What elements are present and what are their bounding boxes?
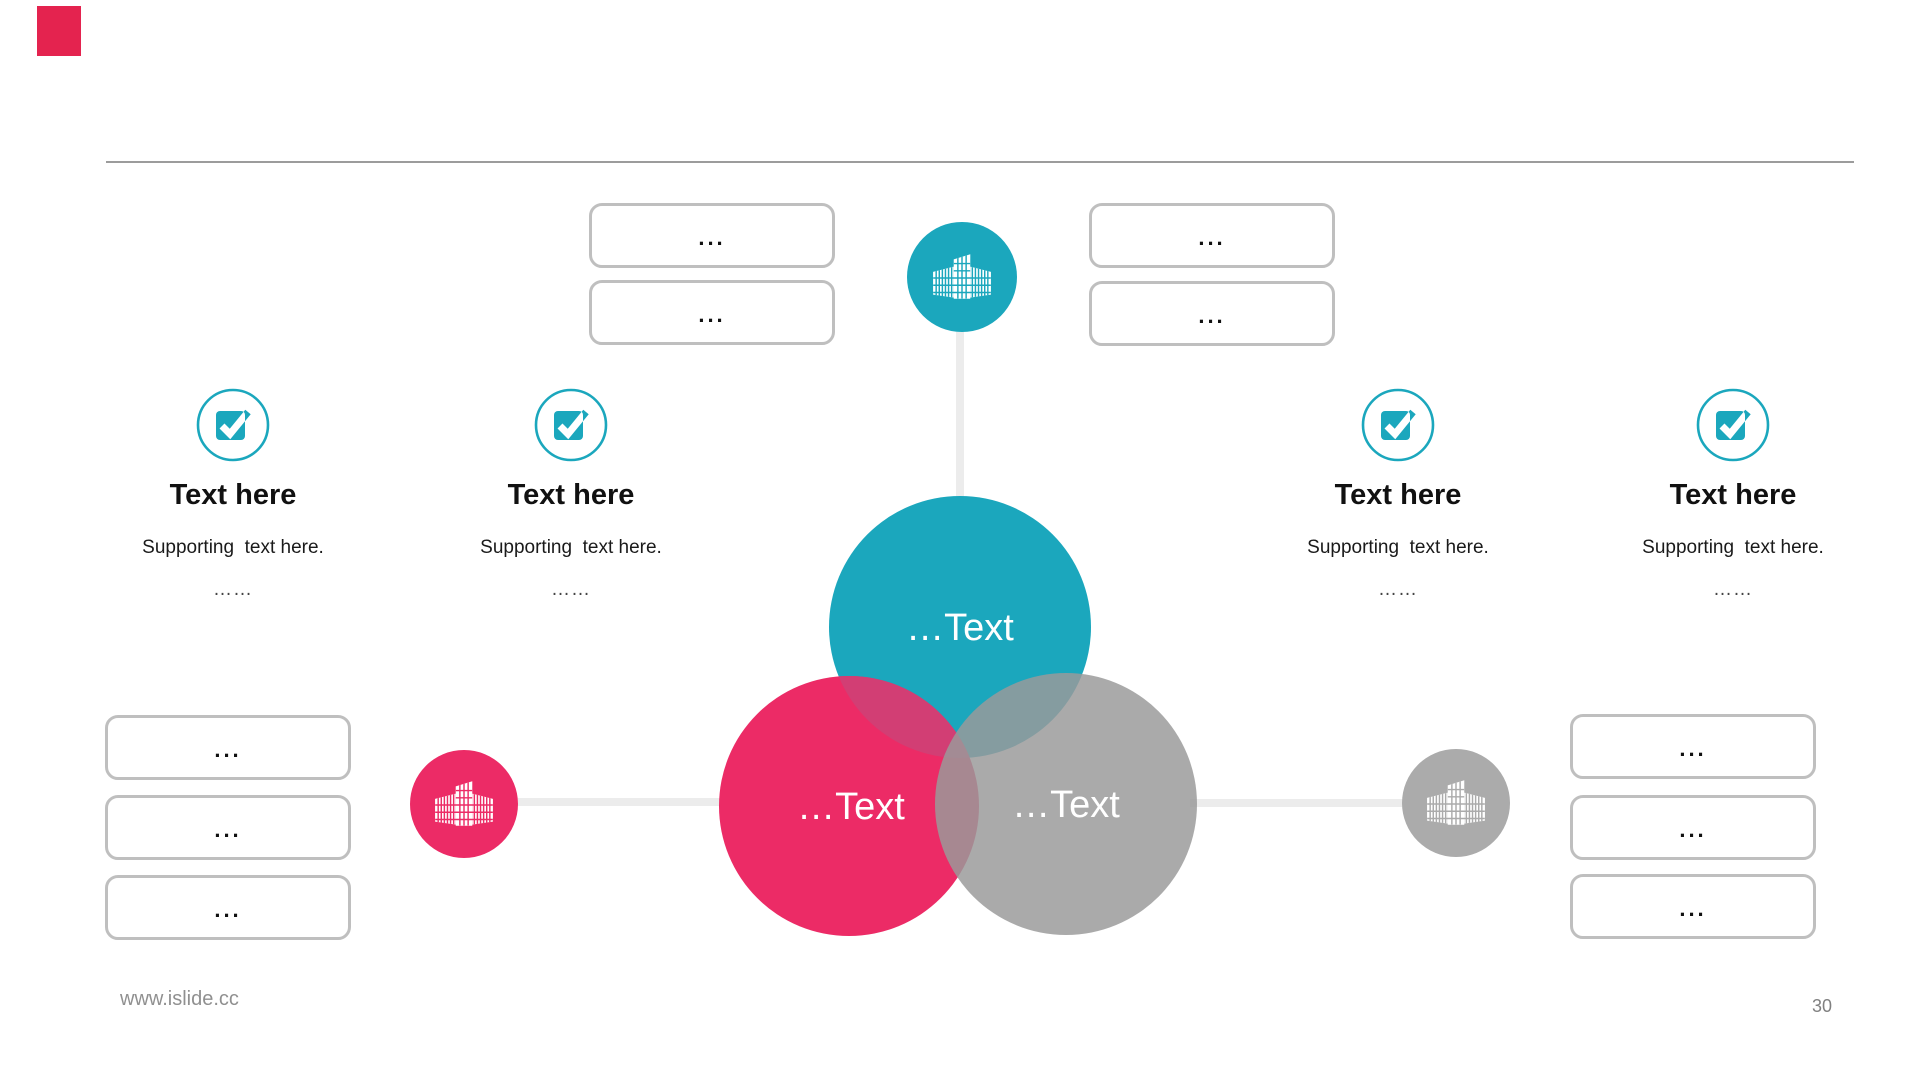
callout-box: ... [589,280,835,345]
top-divider [106,161,1854,163]
callout-dots: ... [214,896,242,922]
connector-top [956,332,964,507]
venn-diagram: …Text …Text …Text [719,496,1197,936]
building-icon [1427,780,1485,825]
callout-box: ... [1570,714,1816,779]
callout-box: ... [1570,795,1816,860]
feature-group-1: Text here Supporting text here. …… [83,387,383,601]
callout-box: ... [589,203,835,268]
feature-subtitle: Supporting text here. [1642,537,1824,558]
brand-logo-block [37,6,81,56]
venn-label-gray: …Text [1012,784,1120,826]
feature-ellipsis: …… [551,579,591,600]
callout-box: ... [105,715,351,780]
checkbox-icon [196,388,270,462]
feature-group-4: Text here Supporting text here. …… [1583,387,1883,601]
feature-title: Text here [1669,479,1797,511]
feature-ellipsis: …… [213,579,253,600]
feature-subtitle: Supporting text here. [142,537,324,558]
callout-box: ... [105,795,351,860]
hub-left [410,750,518,858]
feature-subtitle: Supporting text here. [480,537,662,558]
callout-dots: ... [1198,224,1226,250]
hub-right [1402,749,1510,857]
callout-box: ... [1089,281,1335,346]
connector-right [1190,799,1437,807]
checkbox-icon [1361,388,1435,462]
page-number: 30 [1811,996,1832,1016]
building-icon [933,254,991,299]
connector-left [518,798,740,806]
callout-box: ... [1570,874,1816,939]
feature-title: Text here [169,479,297,511]
checkbox-icon [534,388,608,462]
feature-title: Text here [1334,479,1462,511]
venn-label-pink: …Text [797,786,905,828]
feature-ellipsis: …… [1378,579,1418,600]
feature-subtitle: Supporting text here. [1307,537,1489,558]
callout-dots: ... [1679,816,1707,842]
callout-dots: ... [1198,302,1226,328]
callout-box: ... [1089,203,1335,268]
footer-website[interactable]: www.islide.cc [120,988,239,1010]
feature-group-3: Text here Supporting text here. …… [1248,387,1548,601]
callout-dots: ... [698,224,726,250]
hub-top [907,222,1017,332]
venn-label-teal: …Text [906,607,1014,649]
callout-dots: ... [1679,735,1707,761]
venn-overlap-teal-pink [829,676,979,758]
callout-dots: ... [214,736,242,762]
checkbox-icon [1696,388,1770,462]
venn-circle-gray [935,673,1197,935]
callout-dots: ... [214,816,242,842]
callout-dots: ... [1679,895,1707,921]
feature-ellipsis: …… [1713,579,1753,600]
feature-group-2: Text here Supporting text here. …… [421,387,721,601]
feature-title: Text here [507,479,635,511]
callout-dots: ... [698,301,726,327]
building-icon [435,781,493,826]
callout-box: ... [105,875,351,940]
